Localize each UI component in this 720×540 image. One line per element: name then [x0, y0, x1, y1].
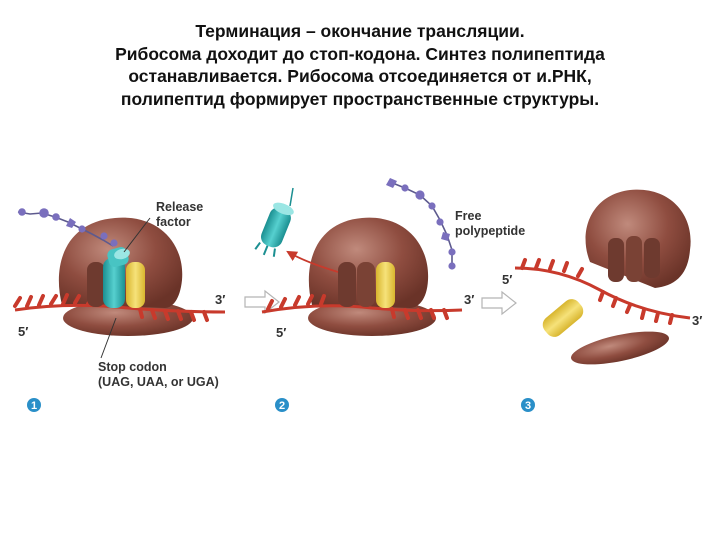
ribosome-site-a	[608, 238, 624, 282]
mrna-5-prime-label: 5′	[276, 325, 286, 340]
ribosome-site-p	[357, 262, 375, 307]
release-factor-tether	[290, 188, 293, 206]
ribosome-site-e	[644, 238, 660, 278]
ribosome-site-a	[87, 262, 105, 307]
stop-codon-label-2: (UAG, UAA, or UGA)	[98, 375, 219, 389]
mrna-5-prime-label: 5′	[502, 272, 512, 287]
mrna-5-prime-label: 5′	[18, 324, 28, 339]
panel-3: 5′ 3′ 3	[502, 190, 702, 412]
step-number-1: 1	[31, 400, 37, 412]
release-factor-label-2: factor	[156, 215, 191, 229]
ribosome-site-p	[626, 236, 642, 282]
ribosome-site-a	[338, 262, 356, 307]
trna-yellow-released	[539, 295, 587, 340]
panel-2: Free polypeptide 5′ 3′ 2	[255, 178, 526, 412]
free-polypeptide-label-2: polypeptide	[455, 224, 525, 238]
panel-1: Release factor Stop codon (UAG, UAA, or …	[15, 200, 225, 412]
trna-yellow	[376, 262, 395, 308]
mrna-3-prime-label: 3′	[692, 313, 702, 328]
free-polypeptide-label-1: Free	[455, 209, 481, 223]
stop-codon-label-1: Stop codon	[98, 360, 167, 374]
trna-yellow	[126, 262, 145, 308]
arrow-step-2-to-3	[482, 292, 516, 314]
step-number-2: 2	[279, 400, 285, 412]
release-factor-released	[255, 200, 296, 259]
step-number-3: 3	[525, 400, 531, 412]
ribosome-small-subunit-detached	[568, 325, 671, 371]
release-factor-label-1: Release	[156, 200, 203, 214]
mrna-3-prime-label: 3′	[464, 292, 474, 307]
mrna-3-prime-label: 3′	[215, 292, 225, 307]
